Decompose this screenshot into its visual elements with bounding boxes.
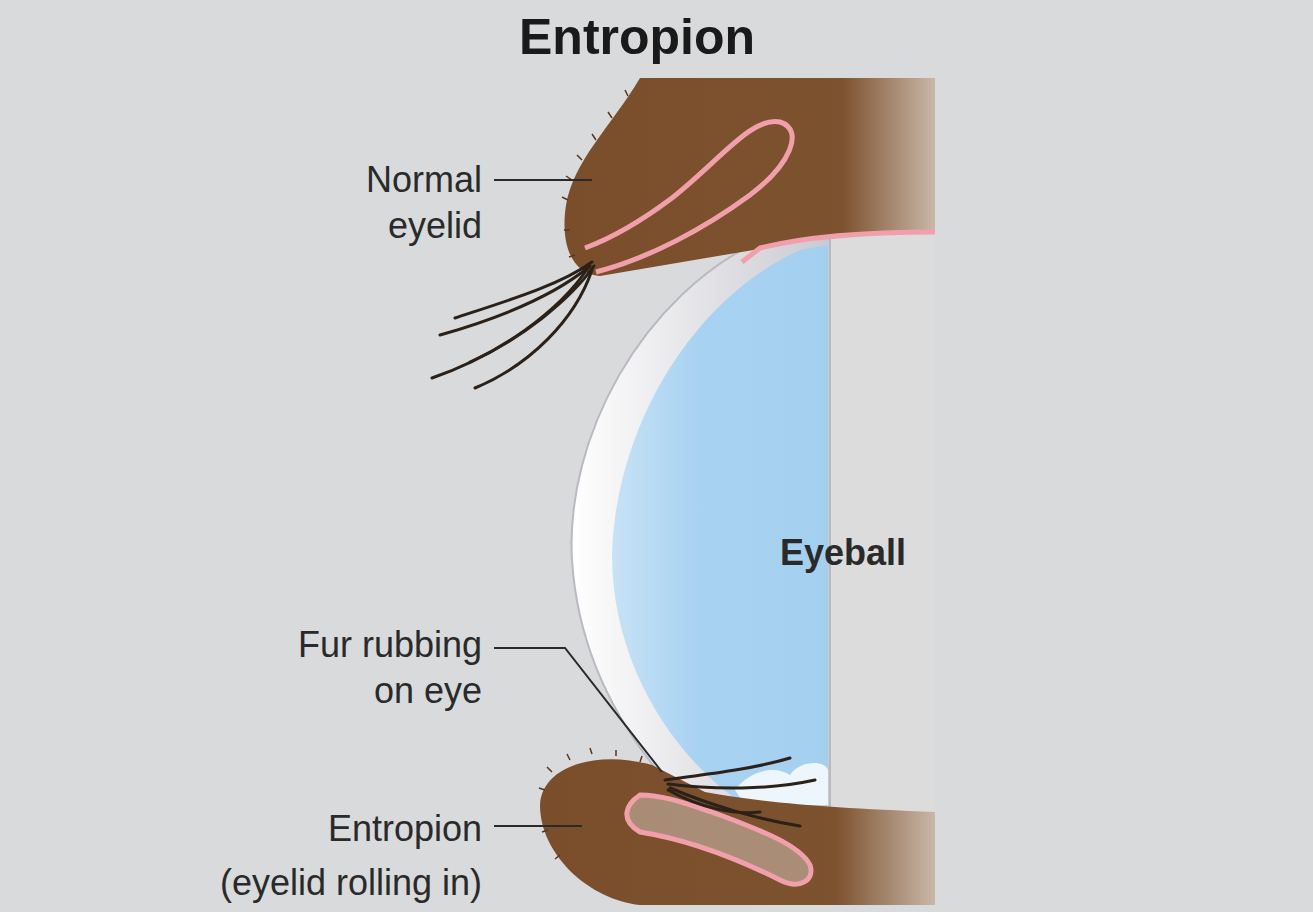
eyeball-fill	[612, 245, 828, 805]
part-label: Fur rubbing on eye	[291, 622, 482, 714]
part-label: Eyeball	[780, 530, 906, 576]
diagram-title: Entropion	[519, 8, 755, 66]
lower-eyelid	[540, 759, 935, 905]
leader-line	[494, 180, 662, 826]
lower-lashes	[665, 758, 815, 826]
part-label: Entropion (eyelid rolling in)	[213, 802, 482, 910]
fur-texture	[539, 90, 642, 859]
upper-lashes	[432, 262, 594, 388]
part-label: Normal eyelid	[359, 157, 482, 249]
upper-eyelid	[564, 78, 935, 276]
